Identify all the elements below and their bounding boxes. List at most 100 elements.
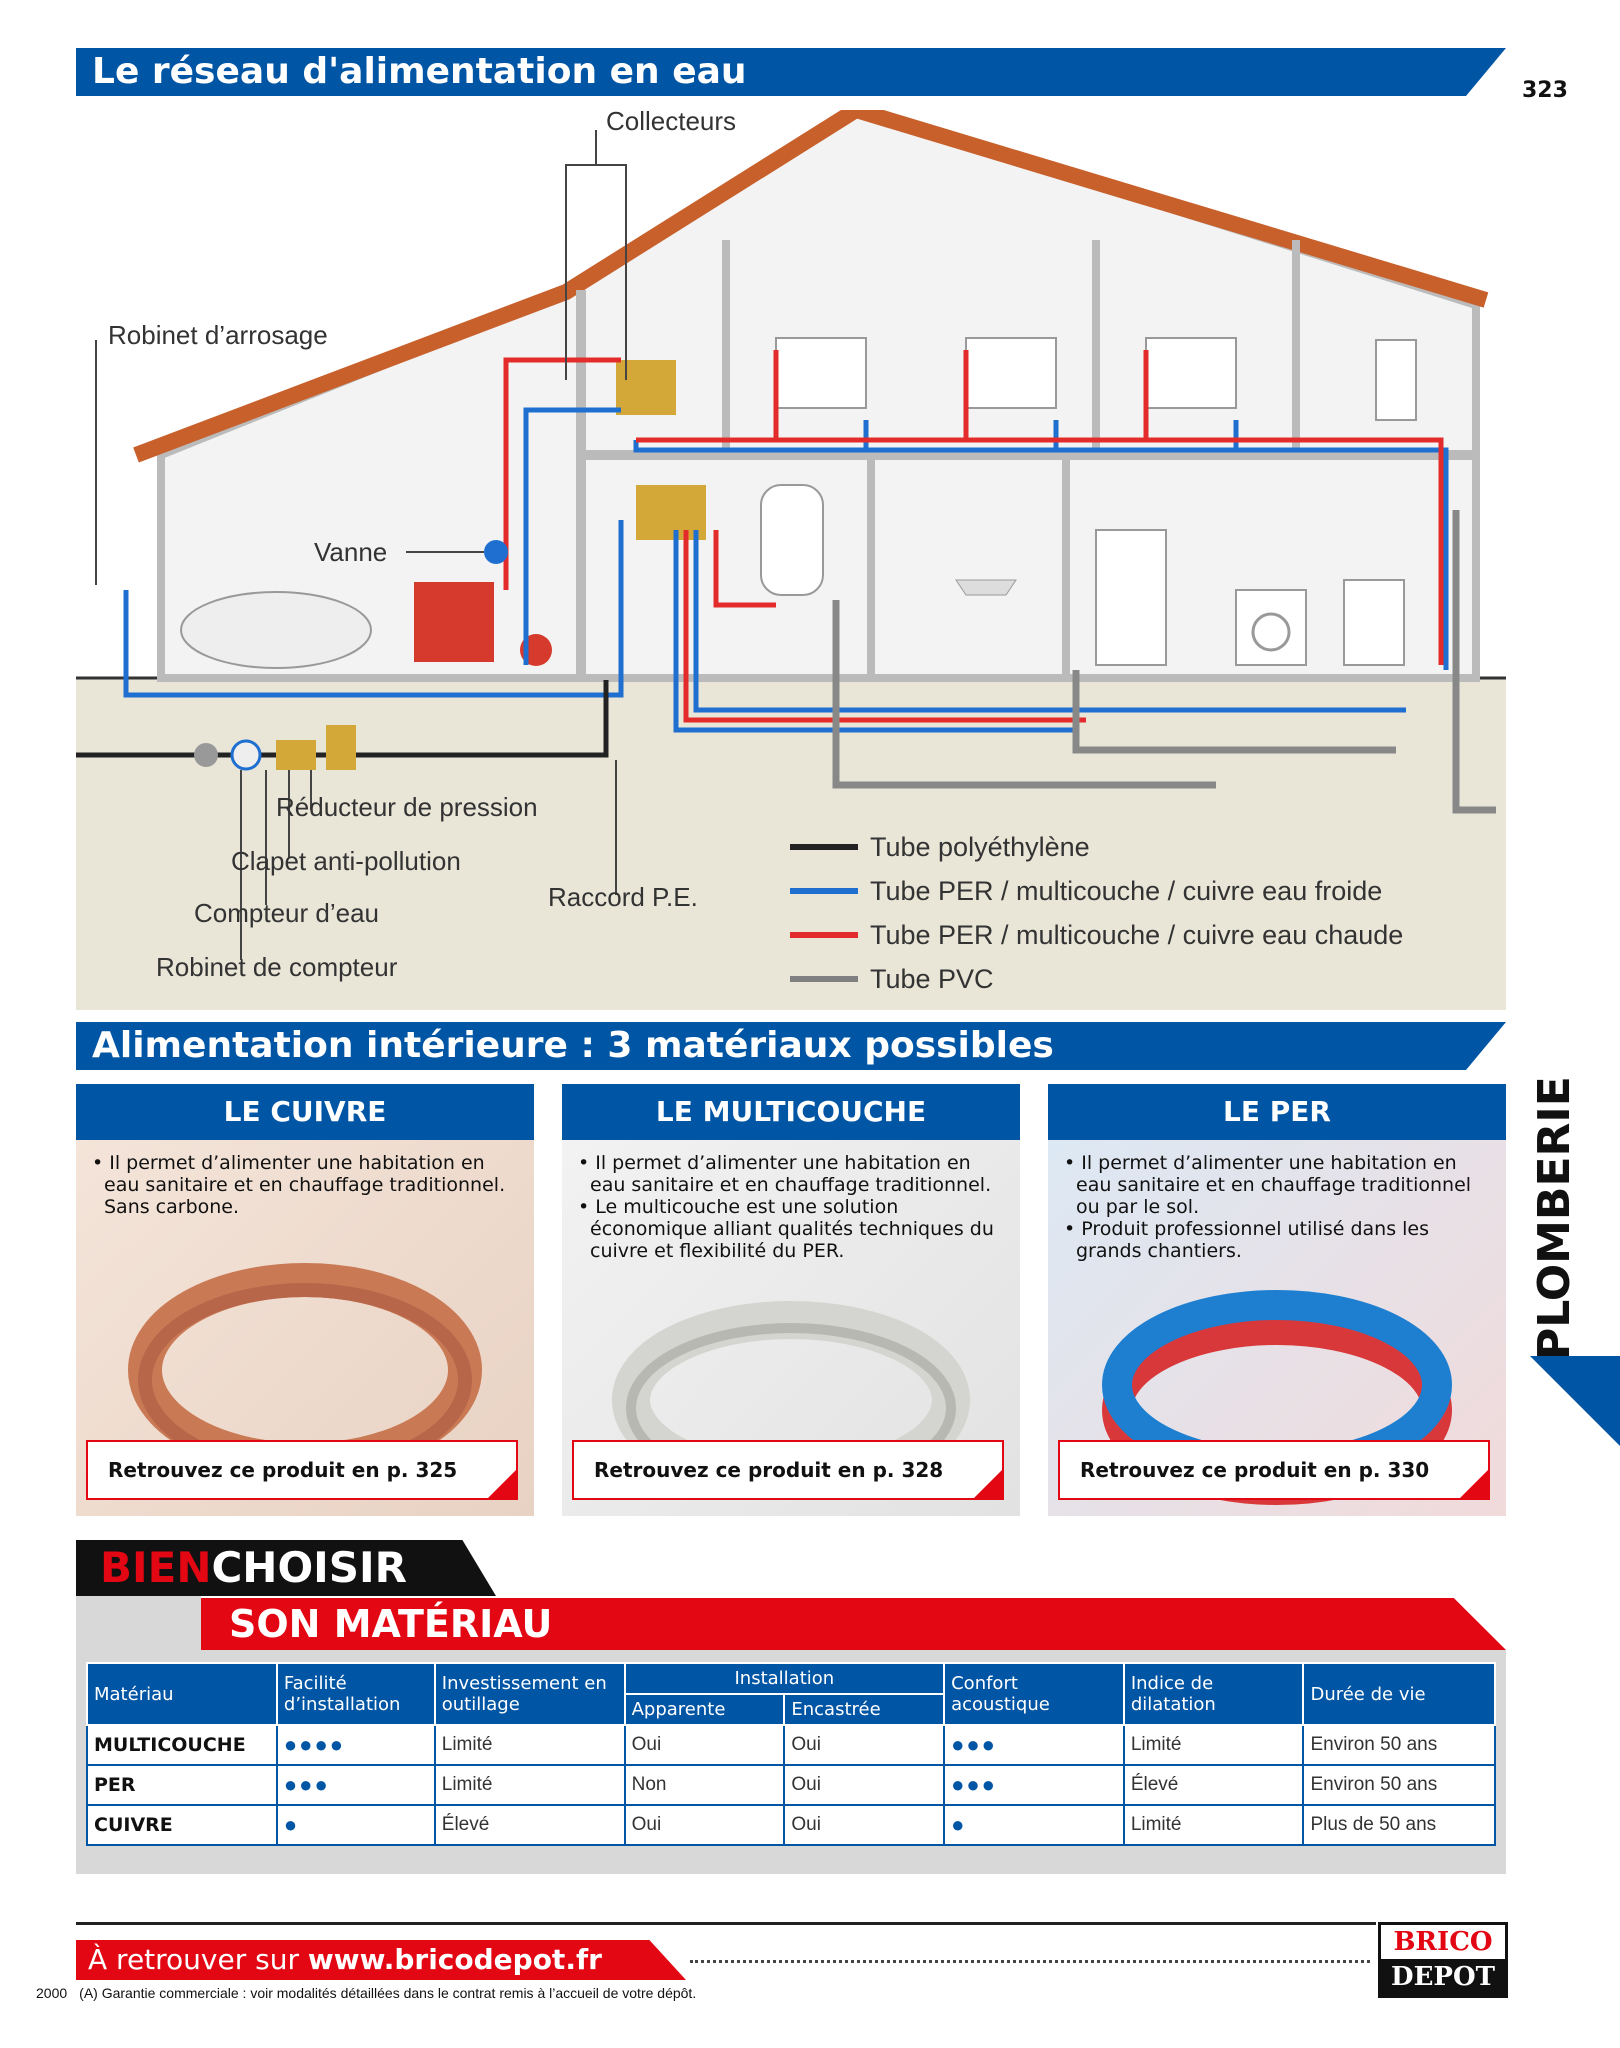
cold-water-pipes [123,407,1449,733]
card-ref[interactable]: Retrouvez ce produit en p. 328 [572,1440,1004,1500]
cell-duree: Environ 50 ans [1302,1724,1496,1766]
table-row: MULTICOUCHE ●●●● Limité Oui Oui ●●● Limi… [86,1724,1496,1766]
water-heater [760,484,824,596]
legend-swatch-grey [790,976,858,982]
label-vanne: Vanne [314,537,387,567]
logo-bottom-word: DEPOT [1381,1959,1505,1995]
cell-materiau: MULTICOUCHE [86,1724,278,1766]
sink [955,579,1017,596]
page-number: 323 [1522,78,1568,103]
hot-water-pipes [503,350,1444,723]
card-ref[interactable]: Retrouvez ce produit en p. 325 [86,1440,518,1500]
card-ref[interactable]: Retrouvez ce produit en p. 330 [1058,1440,1490,1500]
footer-rule [76,1922,1376,1925]
footer-note-text: (A) Garantie commerciale : voir modalité… [79,1985,697,2001]
cell-confort: ● [943,1804,1125,1846]
header-indice: Indice de dilatation [1122,1662,1305,1726]
toilet-downstairs [1343,579,1405,666]
header-confort: Confort acoustique [943,1662,1125,1726]
legend-label: Tube PER / multicouche / cuivre eau chau… [870,919,1404,950]
legend-item: Tube PVC [790,957,1403,1001]
bien-choisir-subtitle: SON MATÉRIAU [201,1598,1506,1650]
cell-apparente: Oui [623,1724,786,1766]
cell-encastree: Oui [783,1724,946,1766]
legend-swatch-black [790,844,858,850]
cell-materiau: PER [86,1764,278,1806]
comparison-table-container: Matériau Facilité d’installation Investi… [76,1650,1506,1874]
cell-confort: ●●● [943,1724,1125,1766]
card-multicouche: LE MULTICOUCHE Il permet d’alimenter une… [562,1084,1020,1516]
section-title: Alimentation intérieure : 3 matériaux po… [76,1022,1506,1070]
grey-block [76,1596,201,1650]
check-valve [276,740,316,770]
bien-choisir-header: BIENCHOISIR SON MATÉRIAU [76,1540,1506,1650]
house-diagram-svg: Collecteurs Robinet d’arrosage Vanne Réd… [76,110,1506,1010]
label-collecteurs: Collecteurs [606,110,736,136]
cell-facilite: ●●●● [275,1724,436,1766]
cell-investissement: Limité [433,1764,626,1806]
cell-duree: Environ 50 ans [1302,1764,1496,1806]
brico-depot-logo: BRICO DEPOT [1378,1922,1508,1998]
cell-encastree: Oui [783,1804,946,1846]
cell-indice: Limité [1122,1724,1305,1766]
label-compteur: Compteur d’eau [194,898,379,928]
cell-duree: Plus de 50 ans [1302,1804,1496,1846]
label-reducteur: Réducteur de pression [276,792,538,822]
card-bullet: Il permet d’alimenter une habitation en … [576,1152,1006,1196]
cell-apparente: Oui [623,1804,786,1846]
meter-valve [194,743,218,767]
bien-choisir-title: BIENCHOISIR [76,1540,496,1596]
material-cards: LE CUIVRE Il permet d’alimenter une habi… [76,1084,1506,1516]
card-cuivre: LE CUIVRE Il permet d’alimenter une habi… [76,1084,534,1516]
footer-year: 2000 [36,1985,68,2001]
header-investissement: Investissement en outillage [433,1662,626,1726]
cell-indice: Élevé [1122,1764,1305,1806]
footer-note: 2000 (A) Garantie commerciale : voir moda… [36,1985,696,2001]
toilet [1375,339,1417,421]
radiator [775,337,867,409]
legend-item: Tube PER / multicouche / cuivre eau froi… [790,869,1403,913]
footer-tag-prefix: À retrouver sur [88,1943,308,1976]
card-bullet: Il permet d’alimenter une habitation en … [90,1152,520,1218]
cell-investissement: Limité [433,1724,626,1766]
page-title: Le réseau d'alimentation en eau [76,48,1506,96]
tank [180,591,372,669]
cell-investissement: Élevé [433,1804,626,1846]
label-clapet: Clapet anti-pollution [231,846,461,876]
card-ref-text: Retrouvez ce produit en p. 330 [1080,1458,1430,1482]
card-title: LE CUIVRE [76,1084,534,1140]
shower [1095,529,1167,666]
table-row: CUIVRE ● Élevé Oui Oui ● Limité Plus de … [86,1804,1496,1846]
cell-encastree: Oui [783,1764,946,1806]
header-apparente: Apparente [623,1693,786,1726]
choisir-word: CHOISIR [211,1543,408,1592]
corner-triangle [1458,1468,1490,1500]
header-installation: Installation [623,1662,946,1695]
corner-triangle [972,1468,1004,1500]
cell-apparente: Non [623,1764,786,1806]
card-per: LE PER Il permet d’alimenter une habitat… [1048,1084,1506,1516]
footer-website-tag[interactable]: À retrouver sur www.bricodepot.fr [76,1940,686,1980]
side-tab-triangle [1530,1356,1620,1446]
cell-indice: Limité [1122,1804,1305,1846]
card-title: LE PER [1048,1084,1506,1140]
header-duree: Durée de vie [1302,1662,1496,1726]
cell-facilite: ●●● [275,1764,436,1806]
cell-confort: ●●● [943,1764,1125,1806]
card-title: LE MULTICOUCHE [562,1084,1020,1140]
legend-swatch-red [790,932,858,938]
card-bullet: Il permet d’alimenter une habitation en … [1062,1152,1492,1218]
table-row: PER ●●● Limité Non Oui ●●● Élevé Environ… [86,1764,1496,1806]
card-ref-text: Retrouvez ce produit en p. 325 [108,1458,458,1482]
legend-item: Tube polyéthylène [790,825,1403,869]
radiator [1145,337,1237,409]
comparison-table: Matériau Facilité d’installation Investi… [86,1662,1496,1846]
water-meter [230,739,262,771]
pressure-reducer [326,725,356,770]
water-network-diagram: Collecteurs Robinet d’arrosage Vanne Réd… [76,110,1506,1010]
label-robinet-compteur: Robinet de compteur [156,952,398,982]
footer-url[interactable]: www.bricodepot.fr [307,1943,602,1976]
side-tab-label: PLOMBERIE [1529,1076,1580,1360]
legend-swatch-blue [790,888,858,894]
cell-facilite: ● [275,1804,436,1846]
